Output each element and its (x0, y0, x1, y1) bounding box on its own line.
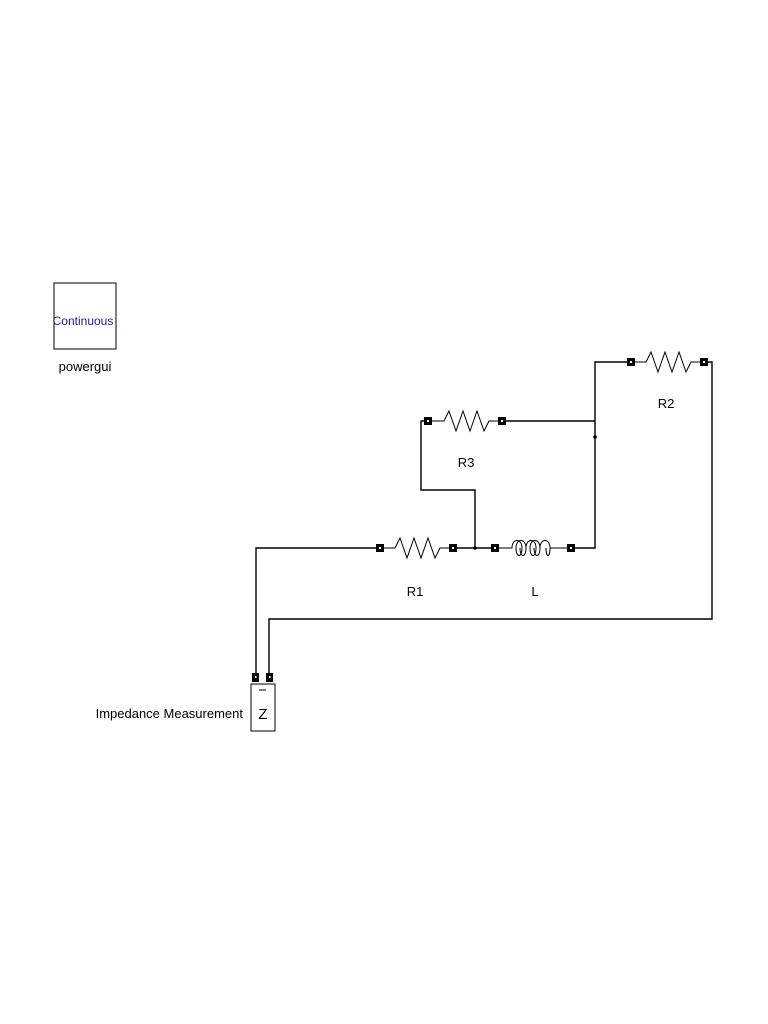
impedance-measurement-block[interactable]: Z (250, 673, 276, 732)
wires (255, 361, 713, 676)
resistor-icon (432, 409, 498, 433)
powergui-box[interactable] (53, 282, 117, 350)
inductor-l[interactable] (491, 540, 575, 556)
wire-z-r1 (255, 547, 380, 676)
r1-label: R1 (407, 584, 424, 599)
powergui-label: powergui (59, 359, 112, 374)
impedance-measurement-label: Impedance Measurement (96, 706, 244, 721)
junction-node (593, 435, 597, 439)
junction-node (473, 546, 477, 550)
resistor-r1[interactable] (376, 536, 457, 560)
resistor-r3[interactable] (424, 409, 506, 433)
powergui-block-text: Continuous (53, 314, 114, 328)
r2-label: R2 (658, 396, 675, 411)
resistor-icon (384, 536, 449, 560)
l-label: L (531, 584, 538, 599)
wire-z-r2 (268, 361, 713, 676)
wire-r3-left (420, 420, 476, 548)
resistor-r2[interactable] (627, 350, 708, 374)
powergui-block[interactable]: Continuous (53, 282, 117, 350)
impedance-box[interactable] (250, 683, 276, 732)
resistor-icon (635, 350, 700, 374)
wire-r2-left (571, 361, 631, 549)
inductor-icon (499, 540, 567, 556)
impedance-symbol: Z (258, 706, 267, 723)
r3-label: R3 (458, 455, 475, 470)
